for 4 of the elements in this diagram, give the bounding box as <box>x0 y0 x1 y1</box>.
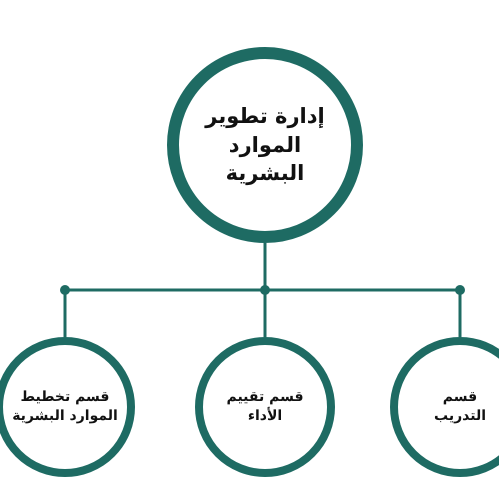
node-label: قسم تخطيط الموارد البشرية <box>11 388 119 426</box>
node-label: إدارة تطوير الموارد البشرية <box>205 103 325 188</box>
node-label: قسم التدريب <box>433 388 487 426</box>
node-label: قسم تقييم الأداء <box>225 388 304 426</box>
